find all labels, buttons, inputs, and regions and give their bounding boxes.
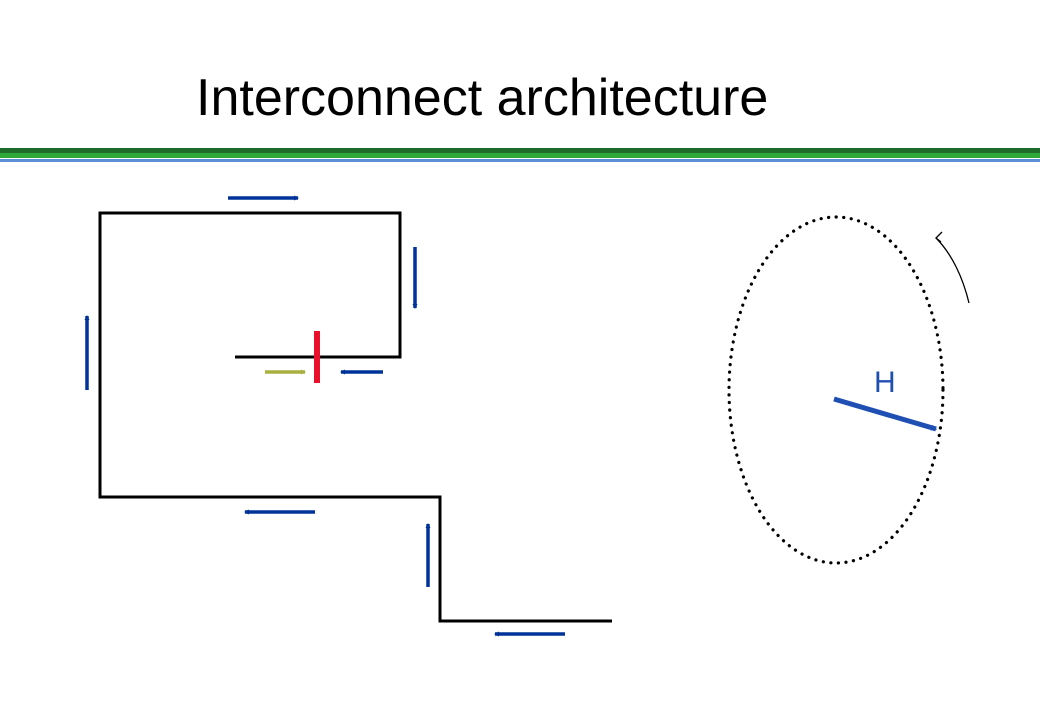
rotation-arc (935, 237, 970, 304)
rule-blue-band (0, 159, 1040, 162)
rule-dark-green-band (0, 148, 1040, 153)
rule-green-band (0, 153, 1040, 158)
interconnect-wire (98, 211, 612, 623)
field-label-h: H (874, 366, 896, 399)
slide-title: Interconnect architecture (196, 69, 769, 127)
port-break-marker (314, 331, 320, 383)
field-vector (833, 396, 938, 432)
title-rule (0, 148, 1040, 162)
rotation-arc-arrowhead (935, 231, 943, 243)
field-loop (727, 215, 945, 565)
